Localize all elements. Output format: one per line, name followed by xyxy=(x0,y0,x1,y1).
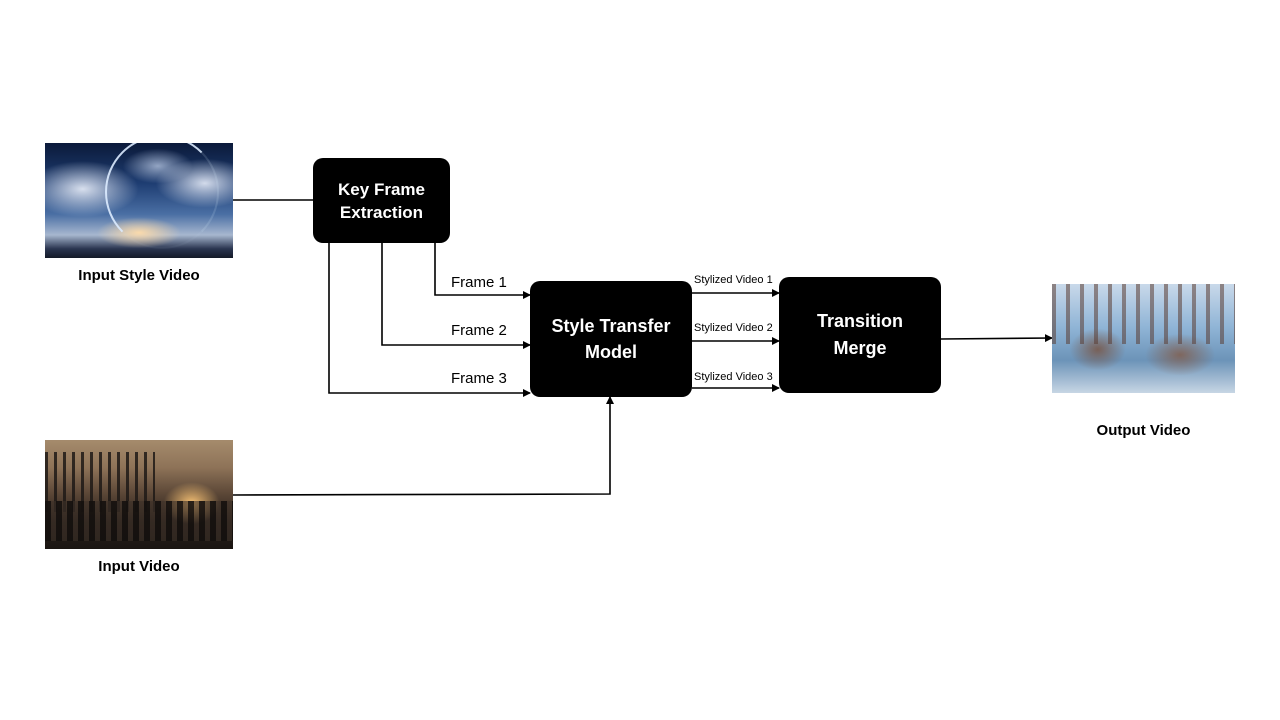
frame2-arrow xyxy=(381,243,531,349)
input-video-caption: Input Video xyxy=(98,558,180,575)
input-video-to-stm-arrow xyxy=(232,396,614,496)
transition-merge-line2: Merge xyxy=(833,338,887,358)
stylized-video-1-label: Stylized Video 1 xyxy=(694,274,773,286)
transition-merge-node: Transition Merge xyxy=(779,277,941,393)
frame-1-label: Frame 1 xyxy=(451,274,507,291)
output-video-caption: Output Video xyxy=(1096,422,1191,439)
stylized-video-3-label: Stylized Video 3 xyxy=(694,371,773,383)
key-frame-extraction-line2: Extraction xyxy=(339,202,424,222)
input-style-video-caption: Input Style Video xyxy=(78,267,200,284)
style-transfer-model-node: Style Transfer Model xyxy=(530,281,692,397)
moon-arc-graphic xyxy=(105,143,219,249)
output-video-thumbnail xyxy=(1052,284,1235,393)
frame-3-label: Frame 3 xyxy=(451,370,507,387)
crowd-graphic xyxy=(45,501,233,541)
style-transfer-model-line2: Model xyxy=(585,342,637,362)
frame-2-label: Frame 2 xyxy=(451,322,507,339)
style-transfer-model-line1: Style Transfer xyxy=(551,316,671,336)
input-video-thumbnail xyxy=(45,440,233,549)
stylized-video-2-label: Stylized Video 2 xyxy=(694,322,773,334)
transition-merge-line1: Transition xyxy=(816,311,903,331)
frame3-arrow xyxy=(328,243,531,397)
stylized-scene-graphic xyxy=(1052,284,1235,344)
key-frame-extraction-node: Key Frame Extraction xyxy=(313,158,450,243)
tm-to-output-arrow xyxy=(940,334,1053,343)
frame1-arrow xyxy=(434,243,531,299)
key-frame-extraction-line1: Key Frame xyxy=(338,179,425,199)
input-style-video-thumbnail xyxy=(45,143,233,258)
